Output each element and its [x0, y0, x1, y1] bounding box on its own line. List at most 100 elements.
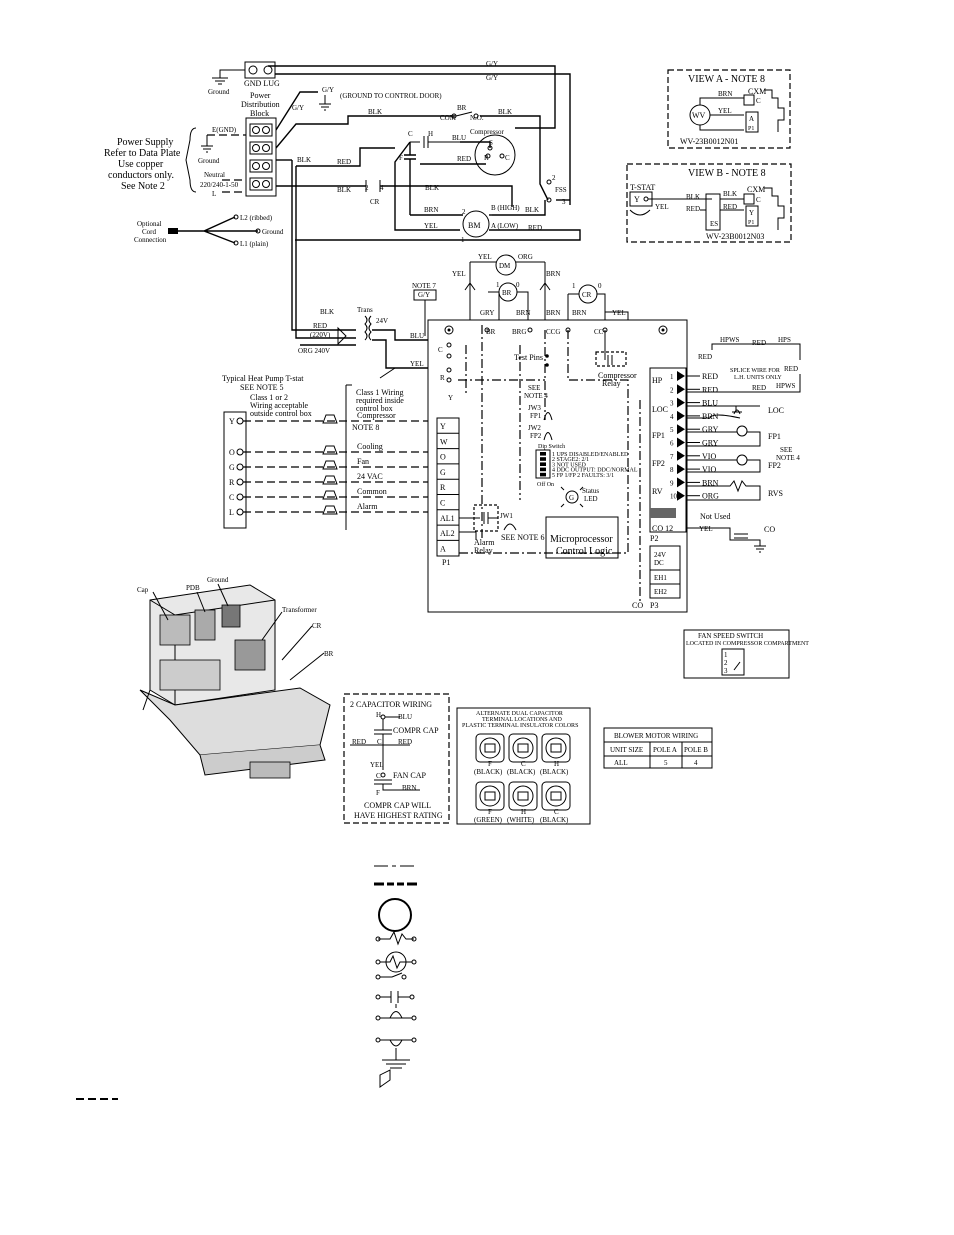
- p3-label: P3: [650, 601, 658, 610]
- fp1-jw: FP1: [530, 412, 542, 420]
- legend-contact-icon: [380, 991, 410, 1003]
- control-box-illustration: Cap PDB Ground Transformer CR BR: [137, 576, 334, 779]
- alt-cap-color: (BLACK): [474, 768, 503, 776]
- see-note4-r2: NOTE 4: [776, 454, 800, 462]
- view-b: VIEW B - NOTE 8 T-STAT CXM Y YEL BLK RED…: [626, 163, 792, 243]
- view-b-c: C: [756, 196, 761, 204]
- photo-ground: Ground: [207, 576, 229, 584]
- view-a-part: WV-23B0012N01: [680, 137, 738, 146]
- class1-1: Class 1 Wiring: [356, 388, 404, 397]
- red-hp-4: RED: [752, 384, 766, 392]
- cr-label: CR: [370, 198, 380, 206]
- right-pin-wire: RED: [702, 385, 718, 394]
- cap-wiring-f: F: [376, 789, 380, 797]
- not-used-label: Not Used: [700, 512, 730, 521]
- brn-wire-1: BRN: [516, 309, 530, 317]
- blower-r1: ALL: [614, 759, 628, 767]
- fan-speed-switch: FAN SPEED SWITCH LOCATED IN COMPRESSOR C…: [683, 629, 809, 679]
- right-pin: 3: [670, 400, 674, 408]
- right-pin-wire: VIO: [702, 452, 716, 461]
- tstat-terminal: C: [229, 493, 234, 502]
- blk-fss: BLK: [525, 206, 539, 214]
- tstat-terminal: G: [229, 463, 235, 472]
- comp-relay-1: Compressor: [598, 371, 637, 380]
- l2-label: L2 (ribbed): [240, 214, 273, 222]
- see-note6: SEE NOTE 6: [501, 533, 545, 542]
- dip-line: 1 UPS DISABLED/ENABLED: [552, 452, 629, 458]
- tstat-signal: 24 VAC: [357, 472, 383, 481]
- legend-pressure-switch-icon: [380, 1004, 412, 1019]
- power-supply-3: Use copper: [118, 159, 164, 170]
- yel-wire-top: YEL: [612, 309, 626, 317]
- dm-label: DM: [499, 262, 511, 270]
- rvs-label: RVS: [768, 489, 783, 498]
- pdb-title-2: Distribution: [241, 100, 280, 109]
- hpws-label: HPWS: [720, 336, 740, 344]
- view-b-y: Y: [634, 195, 640, 204]
- cap-wiring-c2: C: [376, 772, 381, 780]
- right-pin: 9: [670, 479, 674, 487]
- power-supply-2: Refer to Data Plate: [104, 148, 181, 159]
- ground-to-door: (GROUND TO CONTROL DOOR): [340, 92, 442, 100]
- yel-left: YEL: [452, 270, 466, 278]
- blu-trans: BLU: [410, 332, 424, 340]
- alt-cap-title-1: ALTERNATE DUAL CAPACITOR: [476, 711, 563, 717]
- board-r: R: [440, 374, 445, 382]
- fan-pin-2: 2: [724, 659, 728, 667]
- alt-cap-title-3: PLASTIC TERMINAL INSULATOR COLORS: [462, 723, 578, 729]
- brn-wire-3: BRN: [572, 309, 586, 317]
- cap-h-label: H: [428, 130, 433, 138]
- p3-24v-1: 24V: [654, 551, 666, 559]
- comp-relay-2: Relay: [602, 379, 621, 388]
- view-a-brn: BRN: [718, 90, 732, 98]
- gy-label-1: G/Y: [486, 60, 498, 68]
- dip-title: Dip Switch: [538, 444, 565, 450]
- l1-label: L1 (plain): [240, 240, 269, 248]
- tstat-terminal: R: [229, 478, 235, 487]
- dip-line: 4 DDC OUTPUT: DDC/NORMAL: [552, 468, 638, 474]
- neutral-label: Neutral: [204, 171, 225, 179]
- cap-wiring-compr: COMPR CAP: [393, 726, 439, 735]
- photo-cap: Cap: [137, 586, 149, 594]
- cap-note-1: COMPR CAP WILL: [364, 801, 431, 810]
- right-pin-wire: RED: [702, 372, 718, 381]
- trans-label: Trans: [357, 306, 373, 314]
- alarm-relay-1: Alarm: [474, 538, 495, 547]
- pdb-title-1: Power: [250, 91, 271, 100]
- tstat-title: Typical Heat Pump T-stat: [222, 374, 304, 383]
- gry-wire: GRY: [480, 309, 494, 317]
- right-sensors: HPWS HPS RED RED RED SPLICE WIRE FOR L.H…: [686, 336, 801, 553]
- optional-cord-3: Connection: [134, 236, 167, 244]
- blower-title: BLOWER MOTOR WIRING: [614, 732, 698, 740]
- note8-label: NOTE 8: [352, 423, 379, 432]
- status-led: [565, 490, 579, 504]
- blower-h3: POLE B: [684, 746, 708, 754]
- right-pin-wire: BRN: [702, 412, 719, 421]
- legend-wire-nut-icon: [379, 1069, 391, 1088]
- status-led-1: Status: [582, 487, 599, 495]
- right-pin: 7: [670, 453, 674, 461]
- hpws-label-2: HPWS: [776, 382, 796, 390]
- co-right: CO: [764, 525, 775, 534]
- fp2-label: FP2: [768, 461, 781, 470]
- cap-wiring-red1: RED: [352, 738, 366, 746]
- cr-1: 1: [572, 282, 576, 290]
- note7-label: NOTE 7: [412, 282, 436, 290]
- photo-pdb: PDB: [186, 584, 200, 592]
- thermostat-block: [223, 411, 247, 529]
- dip-line: 3 NOT USED: [552, 462, 587, 468]
- org-240-label: ORG 240V: [298, 347, 330, 355]
- thermostat-section: Typical Heat Pump T-stat SEE NOTE 5 Clas…: [222, 367, 437, 530]
- p1-terminal: G: [440, 468, 446, 477]
- photo-transformer: Transformer: [282, 606, 317, 614]
- fan-switch-sub: LOCATED IN COMPRESSOR COMPARTMENT: [686, 641, 809, 647]
- voltage-label: 220/240-1-50: [200, 181, 239, 189]
- blk-pdb: BLK: [297, 156, 311, 164]
- right-group: FP1: [652, 431, 665, 440]
- alt-cap-color: (WHITE): [507, 816, 535, 824]
- blk-label-1: BLK: [368, 108, 382, 116]
- blu-cap-label: BLU: [452, 134, 466, 142]
- dip-line: 5 FP 1/FP 2 FAULTS: 3/1: [552, 473, 614, 479]
